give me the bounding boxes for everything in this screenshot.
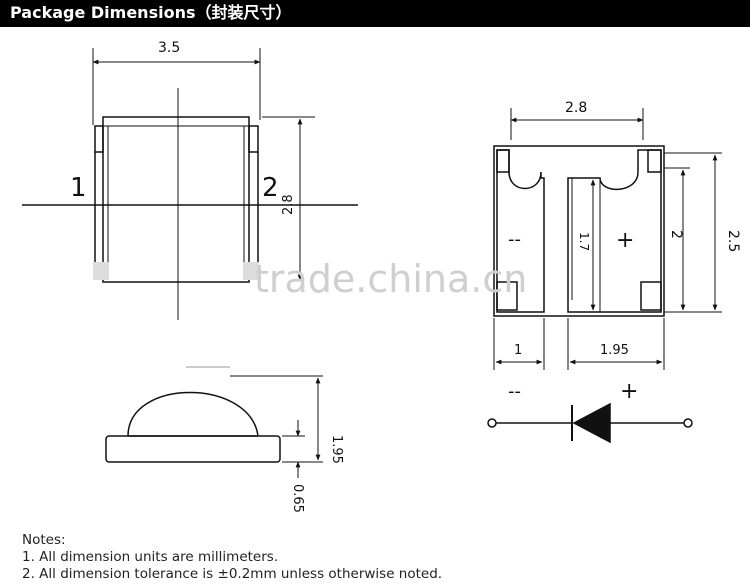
side-dim-base: 0.65 (290, 484, 305, 513)
pin2-label: 2 (262, 173, 279, 203)
symbol-plus-label: + (620, 379, 638, 404)
symbol-minus-label: -- (508, 381, 521, 402)
bottom-dim-height-outer: 2.5 (725, 230, 741, 252)
page-title: Package Dimensions（封装尺寸） (10, 3, 292, 22)
notes: Notes: 1. All dimension units are millim… (22, 532, 442, 583)
watermark: trade.china.cn (254, 257, 527, 301)
note-item: 2. All dimension tolerance is ±0.2mm unl… (22, 566, 443, 582)
header-bar: Package Dimensions（封装尺寸） (0, 0, 750, 27)
top-view (22, 48, 358, 320)
diode-symbol (487, 402, 693, 444)
top-dim-height: 2.8 (281, 194, 296, 215)
bottom-plus-label: + (616, 228, 634, 253)
dimension-drawing: 3.5 1 2 2.8 1.95 0.65 (22, 40, 741, 513)
note-item: 1. All dimension units are millimeters. (22, 549, 279, 565)
notes-heading: Notes: (22, 532, 66, 548)
top-dim-width: 3.5 (158, 40, 180, 56)
bottom-dim-right: 1.95 (600, 343, 629, 358)
bottom-minus-label: -- (508, 229, 521, 250)
bottom-dim-width: 2.8 (565, 100, 587, 116)
bottom-dim-pad: 1.7 (577, 232, 591, 251)
side-dim-dome: 1.95 (329, 435, 344, 464)
side-view (105, 366, 323, 478)
pin1-label: 1 (70, 173, 87, 203)
bottom-dim-left: 1 (514, 343, 522, 358)
bottom-dim-height-inner: 2 (668, 230, 684, 239)
bottom-view (493, 108, 722, 370)
